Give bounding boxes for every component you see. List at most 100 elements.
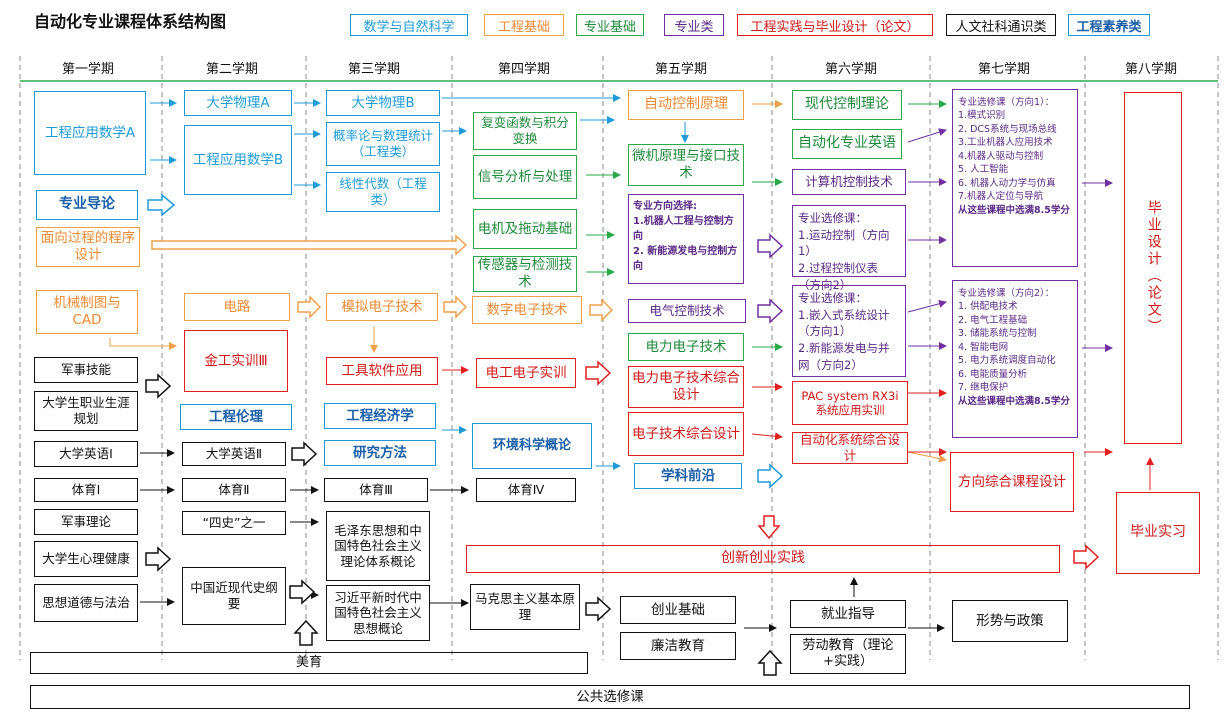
course-box: 大学物理A <box>184 90 292 116</box>
course-box-public-elective: 公共选修课 <box>30 685 1190 709</box>
course-box: 自动化专业英语 <box>792 129 902 159</box>
direction-choice-title: 专业方向选择: <box>633 201 697 212</box>
course-box: 工程经济学 <box>324 403 436 429</box>
elective-item: 2.过程控制仪表（方向2） <box>798 261 878 292</box>
course-box: 电子技术综合设计 <box>628 412 744 456</box>
elective-title: 专业选修课（方向1）： <box>958 97 1055 108</box>
course-box: 电路 <box>184 293 290 321</box>
course-box: 概率论与数理统计（工程类） <box>326 122 440 166</box>
elective-item: 2. DCS系统与现场总线 <box>958 123 1057 135</box>
elective-item: 1. 供配电技术 <box>958 301 1018 313</box>
legend-practice: 工程实践与毕业设计（论文） <box>737 14 933 36</box>
legend-specialty: 专业类 <box>664 14 724 36</box>
elective-item: 1.模式识别 <box>958 110 1006 122</box>
course-box: 思想道德与法治 <box>34 584 138 622</box>
course-box: 形势与政策 <box>952 600 1068 642</box>
course-box: 大学生心理健康 <box>34 541 138 577</box>
course-box: 自动控制原理 <box>628 90 744 120</box>
elective-list-direction-1: 专业选修课（方向1）： 1.模式识别 2. DCS系统与现场总线 3.工业机器人… <box>952 89 1078 267</box>
elective-box: 专业选修课： 1.嵌入式系统设计（方向1） 2.新能源发电与并网（方向2） <box>792 285 906 377</box>
course-box: 微机原理与接口技术 <box>628 144 744 186</box>
course-box: 电力电子技术综合设计 <box>628 366 744 408</box>
elective-note: 从这些课程中选满8.5学分 <box>958 395 1070 407</box>
elective-item: 4. 智能电网 <box>958 341 1009 353</box>
elective-list-direction-2: 专业选修课（方向2）： 1. 供配电技术 2. 电气工程基础 3. 储能系统与控… <box>952 280 1078 438</box>
course-box: 大学物理B <box>326 90 440 116</box>
direction-choice-item: 1.机器人工程与控制方向 <box>633 216 734 242</box>
semester-header: 第三学期 <box>348 62 401 77</box>
elective-item: 5. 人工智能 <box>958 164 1009 176</box>
course-box: 电机及拖动基础 <box>473 209 577 249</box>
elective-item: 3.工业机器人应用技术 <box>958 137 1053 149</box>
course-box: 毛泽东思想和中国特色社会主义理论体系概论 <box>326 511 430 581</box>
course-box: 创业基础 <box>620 596 736 624</box>
course-box: 专业导论 <box>36 190 138 220</box>
semester-header: 第七学期 <box>978 62 1031 77</box>
course-box: 计算机控制技术 <box>792 169 906 195</box>
course-box-graduation-design: 毕业设计（论文） <box>1124 92 1182 444</box>
course-box: 研究方法 <box>324 440 436 466</box>
semester-header: 第二学期 <box>206 62 259 77</box>
elective-title: 专业选修课： <box>798 291 867 305</box>
course-box: 工程伦理 <box>180 404 292 430</box>
semester-header: 第六学期 <box>825 62 878 77</box>
semester-header: 第五学期 <box>655 62 708 77</box>
elective-title: 专业选修课（方向2）： <box>958 288 1055 299</box>
course-box: 就业指导 <box>790 600 906 628</box>
course-box: 工具软件应用 <box>326 357 438 385</box>
elective-item: 7. 继电保护 <box>958 382 1009 394</box>
elective-item: 3. 储能系统与控制 <box>958 328 1037 340</box>
page-title: 自动化专业课程体系结构图 <box>34 12 227 31</box>
elective-item: 4.机器人驱动与控制 <box>958 150 1044 162</box>
course-box: 体育Ⅲ <box>324 478 428 502</box>
legend-engineering: 工程基础 <box>484 14 564 36</box>
course-box: 体育Ⅱ <box>182 478 286 502</box>
course-box: 模拟电子技术 <box>326 293 438 321</box>
course-box: 大学英语Ⅰ <box>34 441 138 467</box>
course-box: PAC system RX3i 系统应用实训 <box>792 381 908 425</box>
course-box: 工程应用数学B <box>184 125 292 195</box>
course-box: 体育Ⅳ <box>476 478 576 502</box>
course-box: 军事技能 <box>34 357 138 383</box>
course-box: 工程应用数学A <box>34 91 146 175</box>
course-box: 现代控制理论 <box>792 90 902 120</box>
course-box: 习近平新时代中国特色社会主义思想概论 <box>326 585 430 641</box>
course-box: 马克思主义基本原理 <box>470 584 580 630</box>
course-box: 廉洁教育 <box>620 632 736 660</box>
course-box: 电工电子实训 <box>476 358 576 388</box>
course-box: 中国近现代史纲要 <box>182 567 286 625</box>
course-box: 信号分析与处理 <box>473 155 577 199</box>
course-box-innovation: 创新创业实践 <box>466 545 1060 573</box>
course-box: 环境科学概论 <box>472 423 592 469</box>
elective-note: 从这些课程中选满8.5学分 <box>958 204 1070 216</box>
semester-header: 第四学期 <box>498 62 551 77</box>
course-box: 面向过程的程序设计 <box>36 227 140 267</box>
course-box: 军事理论 <box>34 509 138 535</box>
course-box: “四史”之一 <box>182 511 286 535</box>
legend-math: 数学与自然科学 <box>350 14 468 36</box>
elective-item: 2.新能源发电与并网（方向2） <box>798 341 890 372</box>
course-box: 大学英语Ⅱ <box>182 442 286 466</box>
semester-header: 第八学期 <box>1125 62 1178 77</box>
course-box: 电力电子技术 <box>628 333 744 361</box>
course-box: 电气控制技术 <box>628 299 746 323</box>
course-box-aesthetic: 美育 <box>30 652 588 674</box>
direction-choice-box: 专业方向选择: 1.机器人工程与控制方向 2. 新能源发电与控制方向 <box>628 194 744 284</box>
course-box: 毕业实习 <box>1116 492 1200 574</box>
legend-professional-basic: 专业基础 <box>576 14 644 36</box>
course-box: 大学生职业生涯规划 <box>34 391 138 431</box>
course-box: 体育Ⅰ <box>34 478 138 502</box>
legend-humanities: 人文社科通识类 <box>946 14 1056 36</box>
course-box: 线性代数（工程类） <box>326 172 440 212</box>
elective-item: 2. 电气工程基础 <box>958 314 1028 326</box>
elective-box: 专业选修课： 1.运动控制（方向1） 2.过程控制仪表（方向2） <box>792 205 906 292</box>
elective-item: 5. 电力系统调度自动化 <box>958 355 1056 367</box>
semester-header: 第一学期 <box>62 62 115 77</box>
elective-item: 7.机器人定位与导航 <box>958 191 1044 203</box>
elective-item: 1.嵌入式系统设计（方向1） <box>798 307 890 339</box>
course-box: 自动化系统综合设计 <box>792 432 908 464</box>
course-box: 机械制图与CAD <box>36 290 138 334</box>
elective-item: 6. 机器人动力学与仿真 <box>958 177 1056 189</box>
course-box: 数字电子技术 <box>472 296 582 324</box>
